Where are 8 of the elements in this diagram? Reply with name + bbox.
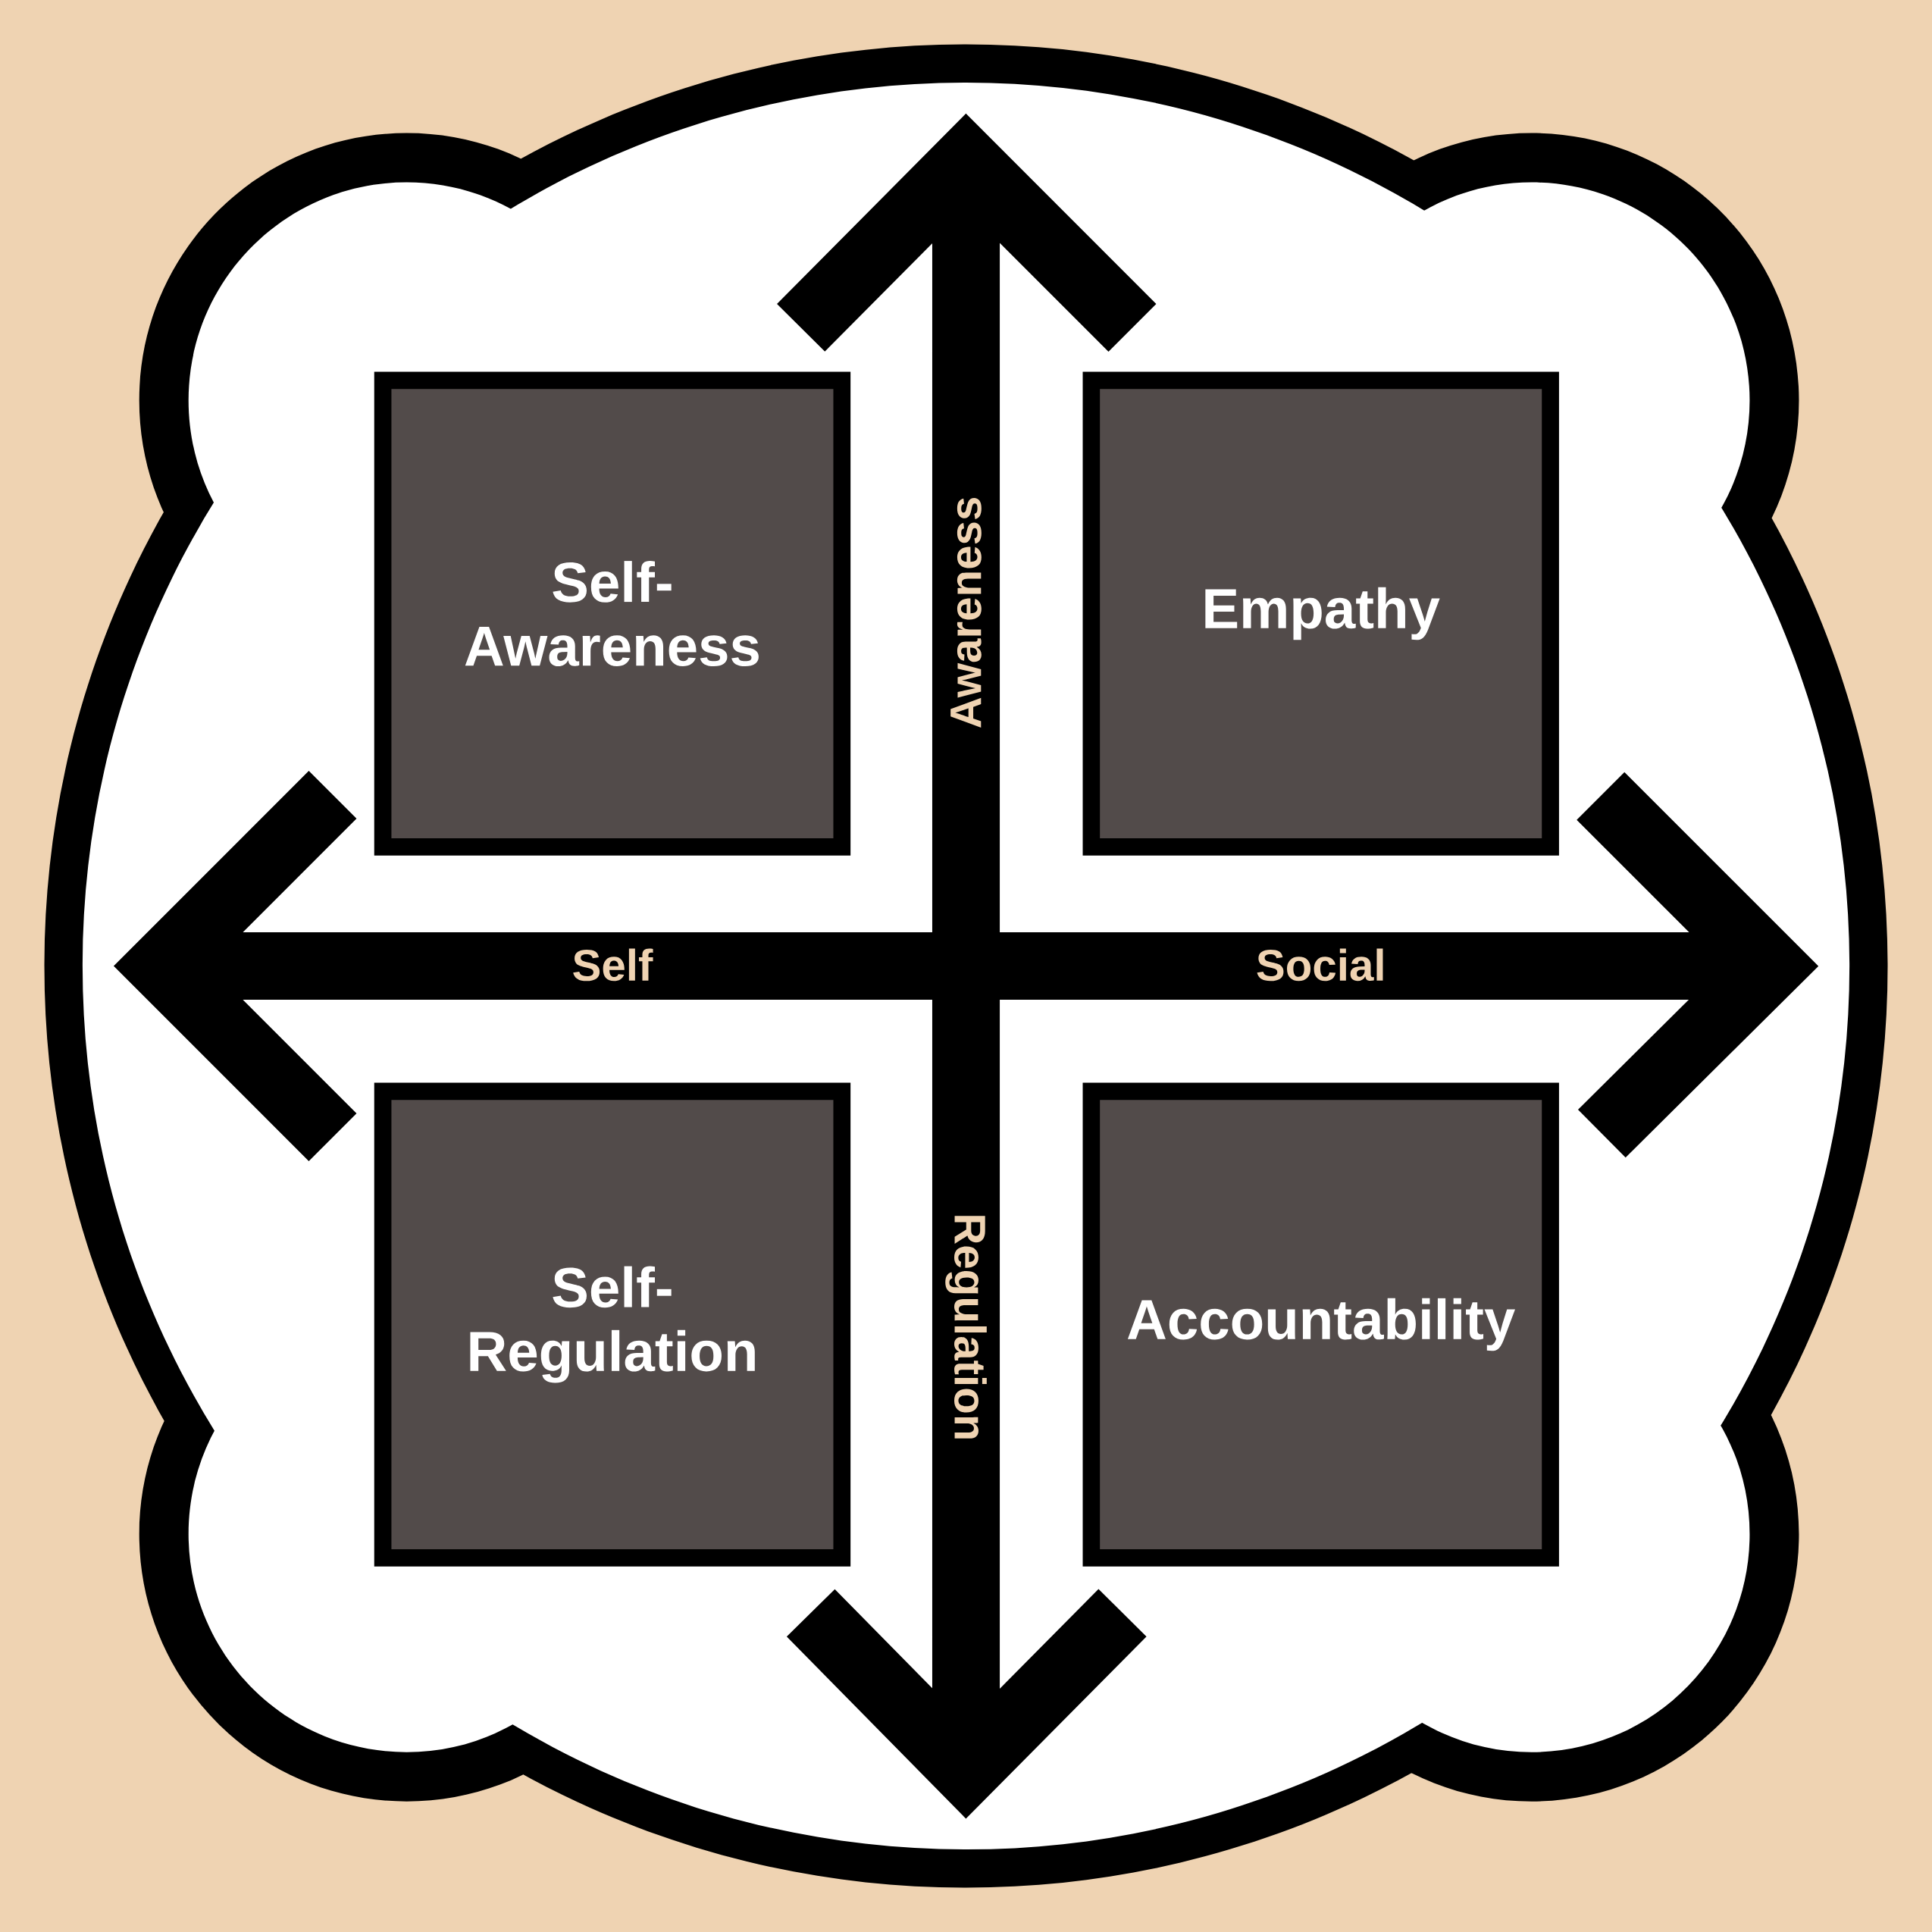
- axis-label: Self: [573, 948, 653, 982]
- axis-label: Social: [1257, 948, 1383, 982]
- quadrant-box: Self-Regulation: [374, 1082, 851, 1567]
- axis-label: Awareness: [950, 497, 982, 728]
- quadrant-box: Accountability: [1082, 1082, 1559, 1567]
- quadrant-box: Self-Awareness: [374, 371, 851, 856]
- quadrant-box: Empathy: [1082, 371, 1559, 856]
- axis-label: Regulation: [945, 1216, 987, 1439]
